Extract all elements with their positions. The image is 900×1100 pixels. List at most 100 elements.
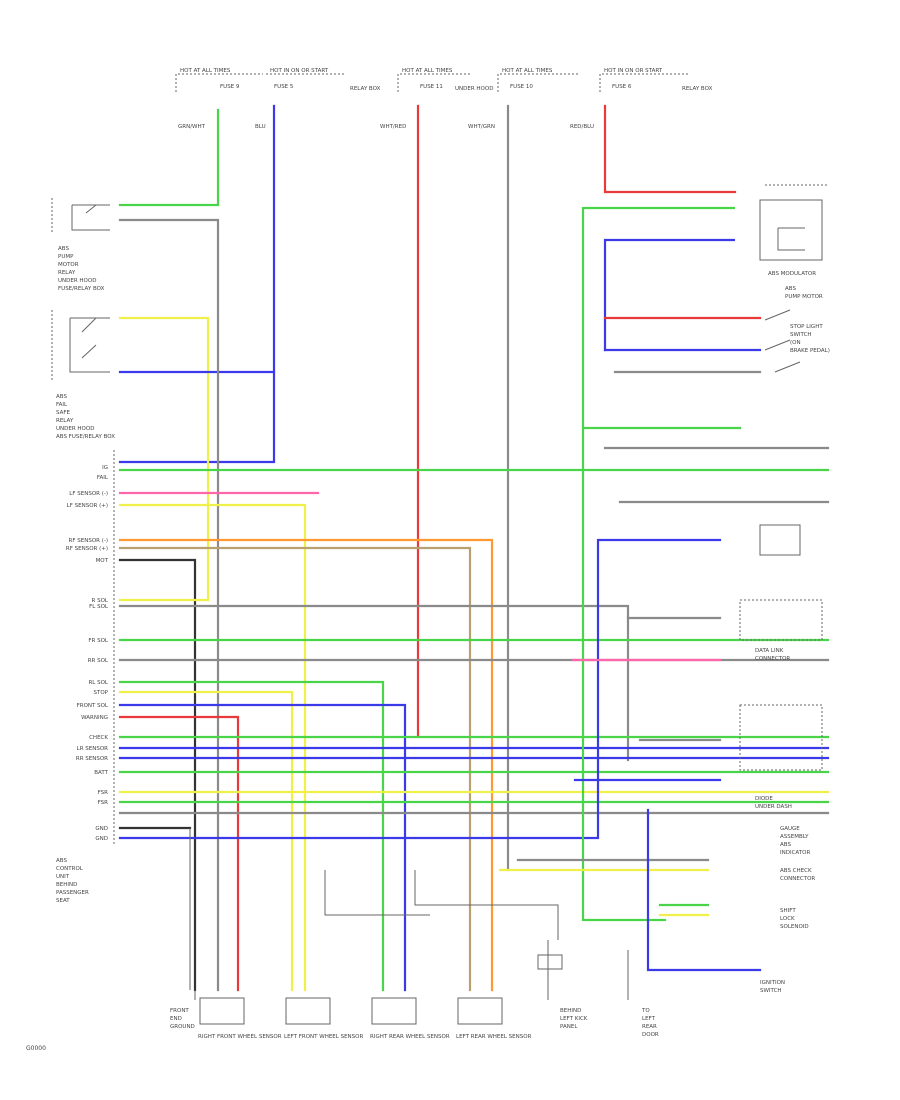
- svg-text:SWITCH: SWITCH: [760, 988, 782, 994]
- svg-text:FUSE/RELAY BOX: FUSE/RELAY BOX: [58, 286, 105, 292]
- fuse-number-3: FUSE 11: [420, 84, 443, 90]
- svg-text:SEAT: SEAT: [56, 898, 70, 904]
- relay-box-label-2: UNDER HOOD: [455, 86, 493, 92]
- svg-text:CONTROL: CONTROL: [56, 866, 84, 872]
- ecu-pin-label: FSR: [98, 800, 109, 806]
- diagram-code: G0000: [26, 1045, 46, 1052]
- svg-text:SHIFT: SHIFT: [780, 908, 796, 914]
- ecu-pin-label: LF SENSOR (+): [67, 503, 108, 509]
- svg-text:ABS: ABS: [780, 842, 791, 848]
- right-label-pump-motor: ABS PUMP MOTOR: [785, 286, 823, 300]
- gray-harness-2: [118, 604, 630, 762]
- fuse-label-1: HOT AT ALL TIMES: [180, 68, 231, 74]
- ecu-pin-label: LF SENSOR (-): [69, 491, 108, 497]
- svg-text:RELAY: RELAY: [56, 418, 74, 424]
- fuse-number-1: FUSE 9: [220, 84, 240, 90]
- right-label-diode: DIODE UNDER DASH: [755, 796, 792, 810]
- svg-text:IGNITION: IGNITION: [760, 980, 785, 986]
- svg-text:SOLENOID: SOLENOID: [780, 924, 809, 930]
- svg-text:LEFT KICK: LEFT KICK: [560, 1016, 588, 1022]
- ecu-pin-label: FRONT SOL: [77, 703, 109, 709]
- fuse-number-5: FUSE 6: [612, 84, 632, 90]
- relay-box-label-3: RELAY BOX: [682, 86, 713, 92]
- svg-text:BRAKE PEDAL): BRAKE PEDAL): [790, 348, 830, 354]
- svg-text:GROUND: GROUND: [170, 1024, 195, 1030]
- svg-text:ABS: ABS: [58, 246, 69, 252]
- svg-text:GAUGE: GAUGE: [780, 826, 800, 832]
- blue-right-1: [603, 238, 735, 352]
- green-relay-wire-2: [118, 218, 220, 992]
- bottom-ground-door: TO LEFT REAR DOOR: [641, 1008, 659, 1038]
- svg-text:UNDER HOOD: UNDER HOOD: [58, 278, 96, 284]
- right-label-shift-lock: SHIFT LOCK SOLENOID: [780, 908, 809, 930]
- svg-text:BEHIND: BEHIND: [56, 882, 77, 888]
- svg-text:ABS FUSE/RELAY BOX: ABS FUSE/RELAY BOX: [56, 434, 115, 440]
- blue-harness-4: [118, 538, 722, 840]
- svg-text:BEHIND: BEHIND: [560, 1008, 581, 1014]
- ecu-pin-label: GND: [95, 836, 108, 842]
- red-right-feed-wire: [603, 104, 737, 194]
- right-components: ABS MODULATOR ABS PUMP MOTOR STOP LIGHT …: [498, 184, 830, 994]
- right-label-gauge: GAUGE ASSEMBLY ABS INDICATOR: [780, 826, 810, 856]
- svg-text:PUMP: PUMP: [58, 254, 74, 260]
- fuse-feed-wires: [118, 104, 737, 872]
- left-relays: ABS PUMP MOTOR RELAY UNDER HOOD FUSE/REL…: [51, 198, 276, 992]
- ecu-pin-label: GND: [95, 826, 108, 832]
- svg-text:ABS: ABS: [56, 858, 67, 864]
- svg-text:LEFT: LEFT: [642, 1016, 656, 1022]
- fuse-label-4: HOT AT ALL TIMES: [502, 68, 553, 74]
- ecu-pin-label: LR SENSOR: [77, 746, 109, 752]
- svg-text:CONNECTOR: CONNECTOR: [780, 876, 815, 882]
- wire-label-grn-wht: GRN/WHT: [178, 124, 206, 130]
- wheel-sensors: RIGHT FRONT WHEEL SENSOR LEFT FRONT WHEE…: [170, 828, 659, 1040]
- svg-text:SWITCH: SWITCH: [790, 332, 812, 338]
- green-right-1: [581, 206, 735, 922]
- right-label-ignition: IGNITION SWITCH: [760, 980, 785, 994]
- wire-label-wht-grn: WHT/GRN: [468, 124, 495, 130]
- svg-text:MOTOR: MOTOR: [58, 262, 79, 268]
- yellow-relay-wire: [118, 316, 210, 602]
- right-label-modulator: ABS MODULATOR: [768, 271, 816, 277]
- svg-text:ABS: ABS: [785, 286, 796, 292]
- svg-text:PANEL: PANEL: [560, 1024, 578, 1030]
- ecu-pin-label: FSR: [98, 790, 109, 796]
- svg-text:STOP LIGHT: STOP LIGHT: [790, 324, 823, 330]
- svg-text:FRONT: FRONT: [170, 1008, 189, 1014]
- svg-text:LOCK: LOCK: [780, 916, 795, 922]
- fuse-label-5: HOT IN ON OR START: [604, 68, 663, 74]
- svg-text:ABS: ABS: [56, 394, 67, 400]
- blue-harness-1: [118, 703, 407, 992]
- svg-text:ASSEMBLY: ASSEMBLY: [780, 834, 809, 840]
- gray-harness-1: [118, 558, 197, 992]
- left-label-failsafe-relay: ABS FAIL SAFE RELAY UNDER HOOD ABS FUSE/…: [56, 394, 115, 440]
- svg-text:RELAY: RELAY: [58, 270, 76, 276]
- red-harness-1: [118, 715, 240, 992]
- svg-text:ABS CHECK: ABS CHECK: [780, 868, 812, 874]
- top-fuse-panels: HOT AT ALL TIMES HOT IN ON OR START HOT …: [175, 68, 713, 130]
- ecu-pin-label: R SOL: [92, 598, 109, 604]
- svg-text:REAR: REAR: [642, 1024, 657, 1030]
- orange-harness-1: [118, 538, 494, 992]
- left-label-control-unit: ABS CONTROL UNIT BEHIND PASSENGER SEAT: [56, 858, 89, 904]
- ecu-pin-label: FAIL: [97, 475, 109, 481]
- fuse-label-3: HOT AT ALL TIMES: [402, 68, 453, 74]
- svg-text:ABS MODULATOR: ABS MODULATOR: [768, 271, 816, 277]
- svg-text:DOOR: DOOR: [642, 1032, 659, 1038]
- sensor-label-lr: LEFT REAR WHEEL SENSOR: [456, 1034, 532, 1040]
- sensor-label-lf: LEFT FRONT WHEEL SENSOR: [284, 1034, 363, 1040]
- svg-text:TO: TO: [641, 1008, 650, 1014]
- svg-text:PUMP MOTOR: PUMP MOTOR: [785, 294, 823, 300]
- wire-label-red-blu: RED/BLU: [570, 124, 594, 130]
- sensor-label-rf: RIGHT FRONT WHEEL SENSOR: [198, 1034, 282, 1040]
- svg-text:SAFE: SAFE: [56, 410, 71, 416]
- fuse-number-4: FUSE 10: [510, 84, 533, 90]
- green-feed-wire: [118, 108, 220, 207]
- ecu-pin-label: RR SENSOR: [76, 756, 108, 762]
- ecu-pin-label: CHECK: [89, 735, 108, 741]
- svg-text:UNDER HOOD: UNDER HOOD: [56, 426, 94, 432]
- svg-text:CONNECTOR: CONNECTOR: [755, 656, 790, 662]
- svg-text:FAIL: FAIL: [56, 402, 68, 408]
- sensor-label-rr: RIGHT REAR WHEEL SENSOR: [370, 1034, 450, 1040]
